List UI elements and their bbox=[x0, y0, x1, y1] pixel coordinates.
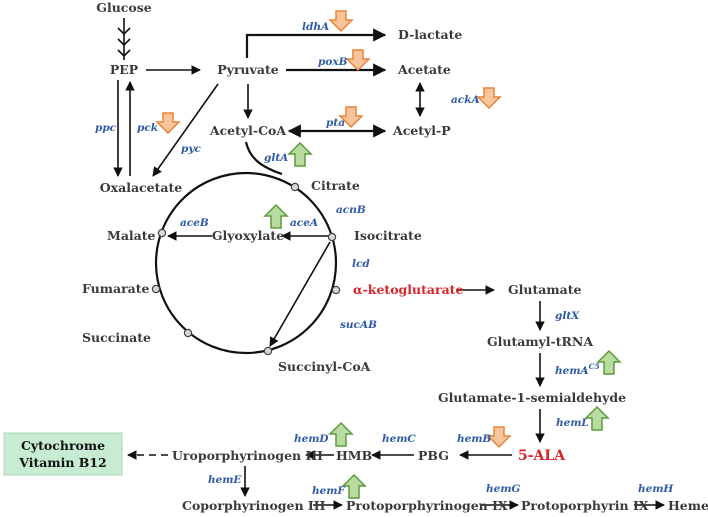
gene-lcd: lcd bbox=[352, 258, 370, 270]
gene-pyc: pyc bbox=[181, 143, 201, 155]
metabolite-glucose: Glucose bbox=[96, 0, 151, 15]
metabolite-succinyl-coa: Succinyl-CoA bbox=[278, 359, 371, 374]
succinylcoa-node bbox=[263, 346, 273, 356]
ldhA-arrow bbox=[245, 28, 387, 58]
metabolite-isocitrate: Isocitrate bbox=[354, 228, 422, 243]
side-product-vitaminb12: Vitamin B12 bbox=[18, 455, 106, 470]
gene-hemE: hemE bbox=[208, 474, 242, 486]
gene-sucAB: sucAB bbox=[340, 319, 377, 331]
gene-pck: pck bbox=[137, 122, 158, 134]
gene-hemH: hemH bbox=[638, 483, 674, 495]
fumarate-node bbox=[151, 284, 161, 294]
metabolite-hmb: HMB bbox=[336, 448, 372, 463]
gene-ackA: ackA bbox=[451, 94, 480, 106]
citrate-node bbox=[290, 182, 300, 192]
gene-hemC: hemC bbox=[382, 433, 416, 445]
aceA-to-succinylcoa-arrow bbox=[269, 241, 331, 347]
metabolite-acetate: Acetate bbox=[397, 62, 451, 77]
acetylcoa-to-cycle bbox=[244, 141, 283, 176]
metabolite-heme: Heme bbox=[668, 498, 708, 513]
metabolite-d-lactate: D-lactate bbox=[398, 27, 462, 42]
gene-hemB: hemB bbox=[457, 433, 491, 445]
metabolite-citrate: Citrate bbox=[311, 178, 360, 193]
gltA-up-arrow-icon bbox=[287, 141, 313, 167]
gene-gltA: gltA bbox=[264, 152, 288, 164]
gene-pta: pta bbox=[326, 117, 345, 129]
metabolite-5-ala: 5-ALA bbox=[518, 448, 566, 464]
gene-aceB: aceB bbox=[180, 217, 209, 229]
akg-node bbox=[331, 285, 341, 295]
aceA-up-arrow-icon bbox=[263, 203, 289, 229]
hemA-up-arrow-icon bbox=[596, 349, 622, 375]
metabolite-fumarate: Fumarate bbox=[82, 281, 150, 296]
gene-ldhA: ldhA bbox=[302, 21, 329, 33]
metabolite-uroporphyrinogen-iii: Uroporphyrinogen III bbox=[172, 448, 323, 463]
hemB-down-arrow-icon bbox=[486, 426, 512, 449]
metabolite-acetyl-coa: Acetyl-CoA bbox=[209, 123, 287, 138]
metabolite-succinate: Succinate bbox=[82, 330, 151, 345]
metabolite-malate: Malate bbox=[107, 228, 156, 243]
metabolite-pbg: PBG bbox=[418, 448, 449, 463]
metabolite-acetyl-p: Acetyl-P bbox=[392, 123, 451, 138]
metabolite-protoporphyrinogen-ix: Protoporphyrinogen IX bbox=[346, 498, 508, 513]
gene-ppc: ppc bbox=[95, 122, 117, 134]
hemF-up-arrow-icon bbox=[341, 473, 367, 499]
gene-hemG: hemG bbox=[486, 483, 520, 495]
metabolite-glutamyl-trna: Glutamyl-tRNA bbox=[487, 334, 593, 349]
pyc-arrow bbox=[152, 83, 219, 177]
metabolite-glutamate-1-semialdehyde: Glutamate-1-semialdehyde bbox=[438, 390, 626, 405]
gene-hemF: hemF bbox=[312, 485, 346, 497]
gene-gltX: gltX bbox=[555, 310, 580, 322]
succinate-node bbox=[183, 328, 193, 338]
hemL-up-arrow-icon bbox=[584, 405, 610, 431]
metabolite-oxalacetate: Oxalacetate bbox=[100, 180, 182, 195]
metabolite-glutamate: Glutamate bbox=[508, 282, 581, 297]
side-product-box bbox=[3, 432, 123, 476]
ackA-down-arrow-icon bbox=[476, 87, 502, 110]
gene-hemL: hemL bbox=[556, 417, 589, 429]
tca-cycle bbox=[154, 171, 338, 355]
metabolite-glyoxylate: Glyoxylate bbox=[212, 228, 284, 243]
metabolite-protoporphyrin-ix: Protoporphyrin IX bbox=[521, 498, 649, 513]
malate-node bbox=[157, 228, 167, 238]
glucose-chevrons bbox=[117, 27, 131, 58]
gene-hemD: hemD bbox=[294, 433, 329, 445]
isocitrate-node bbox=[327, 232, 337, 242]
pta-down-arrow-icon bbox=[338, 106, 364, 129]
gene-acnB: acnB bbox=[336, 204, 366, 216]
gene-aceA: aceA bbox=[290, 217, 318, 229]
metabolite-pep: PEP bbox=[110, 62, 139, 77]
side-product-cytochrome: Cytochrome bbox=[21, 438, 105, 453]
hemD-up-arrow-icon bbox=[328, 421, 354, 447]
poxB-down-arrow-icon bbox=[345, 49, 371, 72]
pck-down-arrow-icon bbox=[155, 112, 181, 135]
gene-hemA: hemAC5 bbox=[555, 362, 600, 377]
ldhA-down-arrow-icon bbox=[328, 10, 354, 33]
gene-hemA-superscript: C5 bbox=[589, 362, 600, 371]
metabolite-alpha-ketoglutarate: α-ketoglutarate bbox=[353, 282, 463, 297]
metabolite-pyruvate: Pyruvate bbox=[217, 62, 278, 77]
gene-hemA-name: hemA bbox=[555, 365, 589, 377]
metabolite-coporphyrinogen-iii: Coporphyrinogen III bbox=[182, 498, 326, 513]
gene-poxB: poxB bbox=[318, 56, 348, 68]
